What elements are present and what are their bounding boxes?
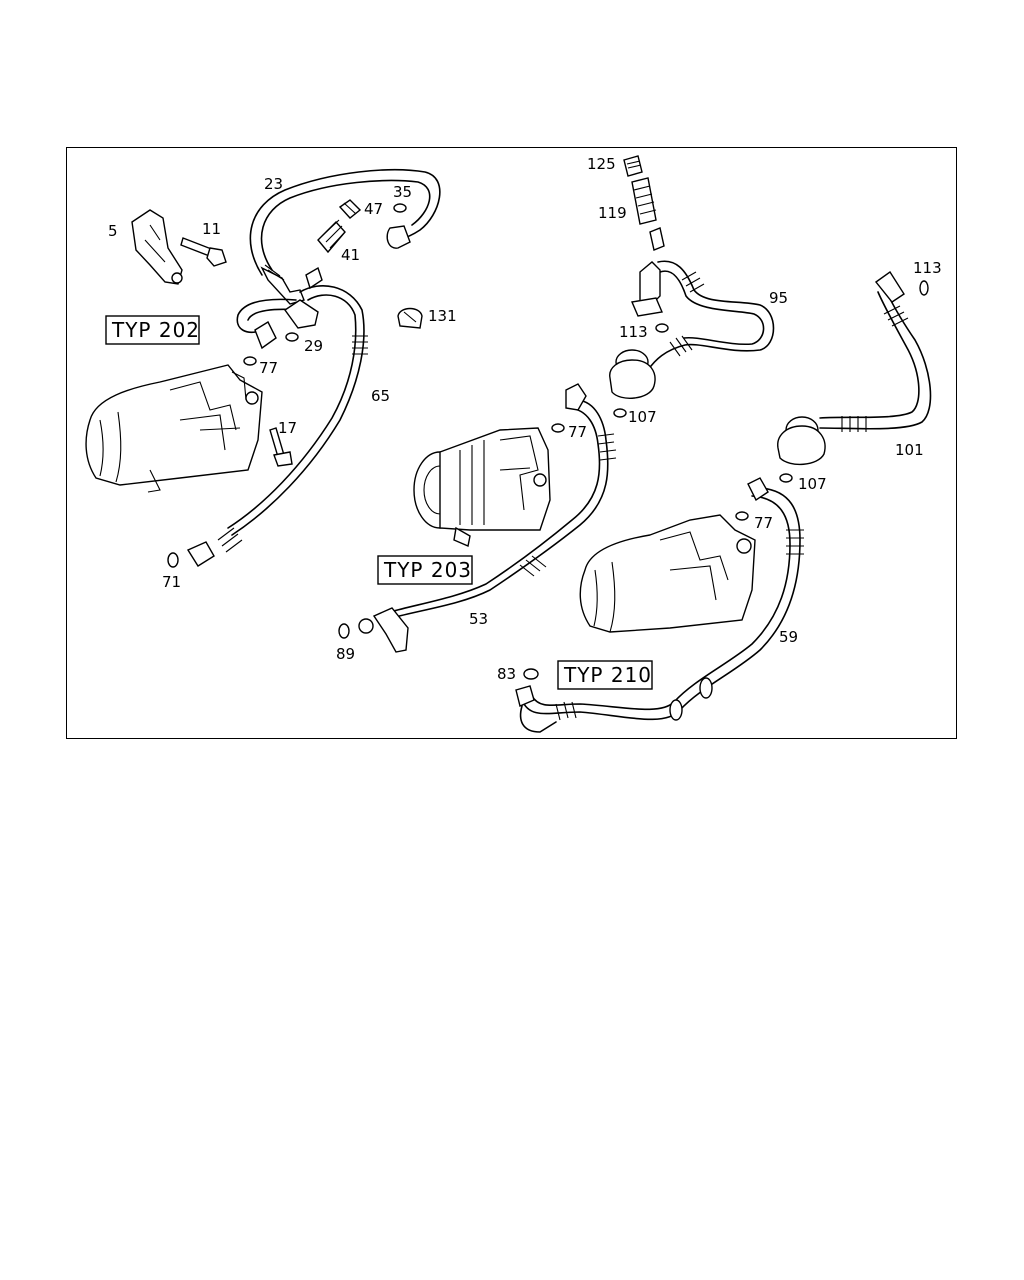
hose-part-23-inner xyxy=(260,179,431,271)
callout-17: 17 xyxy=(278,419,297,437)
callout-77-typ203: 77 xyxy=(568,423,587,441)
hose-part-53 xyxy=(391,399,609,619)
svg-text:TYP 202: TYP 202 xyxy=(111,318,200,342)
oring-part-83 xyxy=(523,668,539,680)
hose-part-65 xyxy=(231,285,365,536)
compressor-typ203 xyxy=(413,427,551,547)
bolt-part-17 xyxy=(269,427,293,467)
hose-part-59 xyxy=(521,487,801,721)
receiver-part-107 xyxy=(609,349,656,399)
oring-part-71 xyxy=(167,552,179,568)
oring-part-113b xyxy=(919,280,929,296)
valve-part-119 xyxy=(631,177,665,251)
flange-part-29 xyxy=(284,299,319,329)
callout-71: 71 xyxy=(162,573,181,591)
callout-89: 89 xyxy=(336,645,355,663)
callout-35: 35 xyxy=(393,183,412,201)
valve-part-47 xyxy=(338,199,362,219)
bracket-part-5 xyxy=(131,209,183,285)
compressor-typ202 xyxy=(85,364,263,493)
callout-53: 53 xyxy=(469,610,488,628)
bolt-part-11 xyxy=(180,237,227,267)
receiver-part-107b xyxy=(777,416,826,465)
callout-77-typ202: 77 xyxy=(259,359,278,377)
typ202-label: TYP 202 xyxy=(105,315,200,345)
oring-part-35 xyxy=(393,203,407,213)
callout-59: 59 xyxy=(779,628,798,646)
typ203-label: TYP 203 xyxy=(377,555,473,585)
hose-part-101 xyxy=(819,285,932,430)
callout-107-typ210: 107 xyxy=(798,475,827,493)
callout-5: 5 xyxy=(108,222,118,240)
oring-part-77 xyxy=(243,356,257,366)
callout-41: 41 xyxy=(341,246,360,264)
clip-part-131 xyxy=(397,307,423,329)
valve-part-41 xyxy=(305,219,346,290)
svg-text:TYP 210: TYP 210 xyxy=(563,663,652,687)
oring-part-77b xyxy=(551,423,565,433)
callout-77-typ210: 77 xyxy=(754,514,773,532)
valve-part-125 xyxy=(623,155,643,177)
callout-83: 83 xyxy=(497,665,516,683)
hose-part-95 xyxy=(647,260,775,371)
flange-part-113 xyxy=(631,297,663,317)
svg-text:TYP 203: TYP 203 xyxy=(383,558,472,582)
compressor-typ210 xyxy=(579,514,756,633)
callout-107-typ203: 107 xyxy=(628,408,657,426)
callout-95: 95 xyxy=(769,289,788,307)
callout-101: 101 xyxy=(895,441,924,459)
hose-part-23 xyxy=(249,168,441,276)
callout-125: 125 xyxy=(587,155,616,173)
callout-113-typ210: 113 xyxy=(913,259,942,277)
callout-119: 119 xyxy=(598,204,627,222)
callout-65: 65 xyxy=(371,387,390,405)
callout-47: 47 xyxy=(364,200,383,218)
oring-part-107a xyxy=(613,408,627,418)
callout-11: 11 xyxy=(202,220,221,238)
callout-131: 131 xyxy=(428,307,457,325)
callout-23: 23 xyxy=(264,175,283,193)
callout-29: 29 xyxy=(304,337,323,355)
oring-part-89 xyxy=(338,623,350,639)
callout-113-typ203: 113 xyxy=(619,323,648,341)
typ210-label: TYP 210 xyxy=(557,660,653,690)
